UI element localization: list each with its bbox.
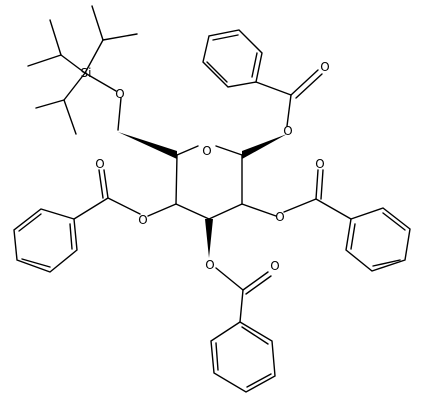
c2-benzoyloxy xyxy=(241,169,411,272)
c1-ester-oxygen-label: O xyxy=(283,124,292,138)
c1-carbonyl-oxygen-label: O xyxy=(320,60,329,74)
c3-carbonyl-oxygen-label: O xyxy=(270,259,279,273)
c3-phenyl-ring xyxy=(210,321,276,393)
pyranose-ring xyxy=(175,145,243,220)
c3-ester-oxygen-label: O xyxy=(205,258,214,272)
c4-ester-oxygen-label: O xyxy=(138,213,147,227)
c1-phenyl-ring xyxy=(202,29,263,88)
c4-benzoyloxy xyxy=(13,169,177,273)
ring-oxygen-label: O xyxy=(202,144,211,158)
c2-phenyl-ring xyxy=(345,207,411,272)
c6-methylene xyxy=(118,132,177,159)
c4-carbonyl-oxygen-label: O xyxy=(95,157,104,171)
c4-phenyl-ring xyxy=(13,208,78,273)
c2-ester-oxygen-label: O xyxy=(275,210,284,224)
c2-carbonyl-oxygen-label: O xyxy=(315,157,324,171)
si-label: Si xyxy=(81,66,92,80)
silyl-ether-oxygen-label: O xyxy=(115,87,124,101)
atom-labels: Si O O O O O O O O O O xyxy=(81,60,330,273)
triisopropylsilyl-group xyxy=(27,5,138,135)
c1-benzoyloxy xyxy=(202,29,323,159)
c3-benzoyloxy xyxy=(205,219,276,393)
